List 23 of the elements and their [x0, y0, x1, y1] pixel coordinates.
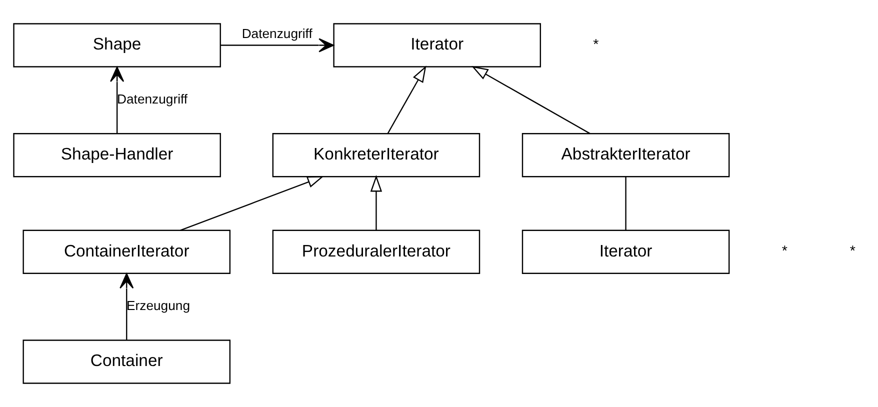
node-box: Iterator	[332, 23, 540, 68]
label: *	[781, 244, 787, 260]
arrow	[119, 273, 134, 340]
arrow	[386, 66, 426, 134]
node-box: ProzeduralerIterator	[272, 230, 480, 274]
arrow	[220, 38, 334, 52]
connector	[624, 176, 626, 230]
arrow	[370, 175, 382, 230]
arrow	[470, 66, 590, 134]
arrow	[110, 66, 124, 134]
node-box: ContainerIterator	[22, 230, 230, 274]
arrow	[180, 176, 324, 231]
node-box: Shape-Handler	[12, 133, 220, 178]
node-box: AbstrakterIterator	[521, 133, 730, 178]
node-box: Shape	[12, 23, 220, 68]
label: *	[592, 36, 598, 53]
node-box: Iterator	[521, 230, 730, 274]
edge-label: Erzeugung	[126, 298, 190, 314]
node-box: Container	[22, 340, 230, 384]
node-box: KonkreterIterator	[272, 133, 480, 178]
edge-label: Datenzugriff	[241, 26, 312, 41]
label: *	[849, 244, 855, 260]
edge-label: Datenzugriff	[116, 92, 188, 107]
